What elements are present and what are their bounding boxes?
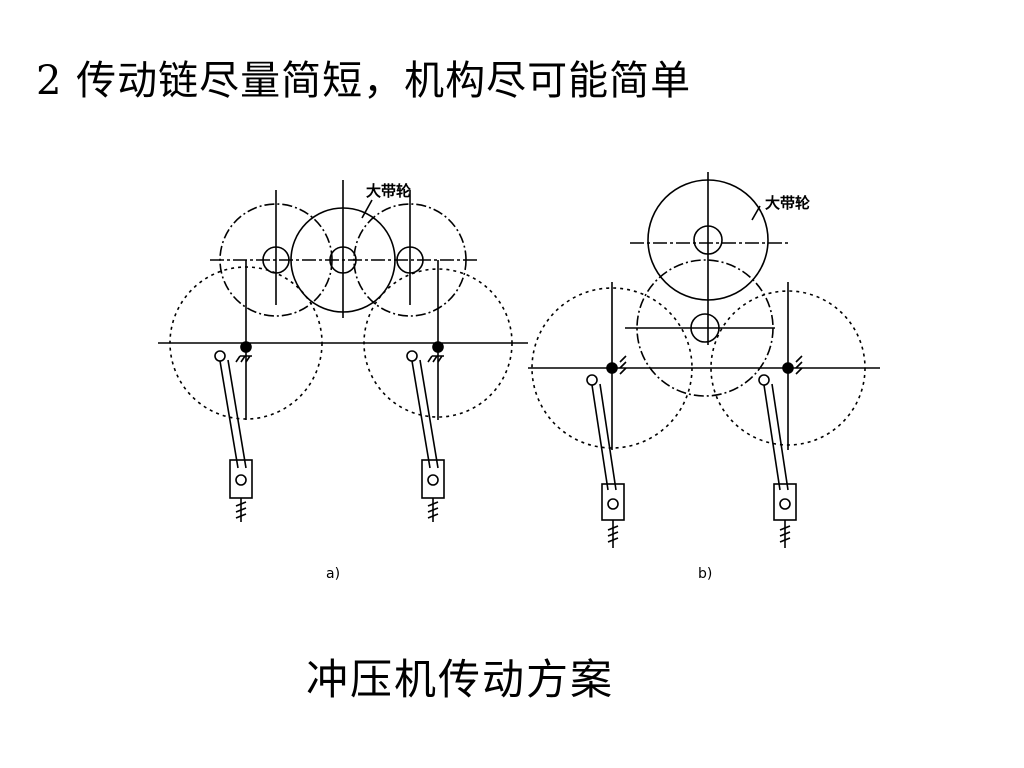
figure-b: [528, 172, 880, 548]
figure-a-label: a): [326, 566, 340, 582]
figure-a: [158, 180, 528, 522]
big-pulley-label-a: 大带轮: [366, 182, 411, 200]
figure-b-label: b): [698, 566, 712, 582]
figure-caption: 冲压机传动方案: [306, 655, 615, 704]
big-pulley-label-b: 大带轮: [765, 194, 810, 212]
slide-title: 2 传动链尽量简短，机构尽可能简单: [36, 58, 692, 104]
